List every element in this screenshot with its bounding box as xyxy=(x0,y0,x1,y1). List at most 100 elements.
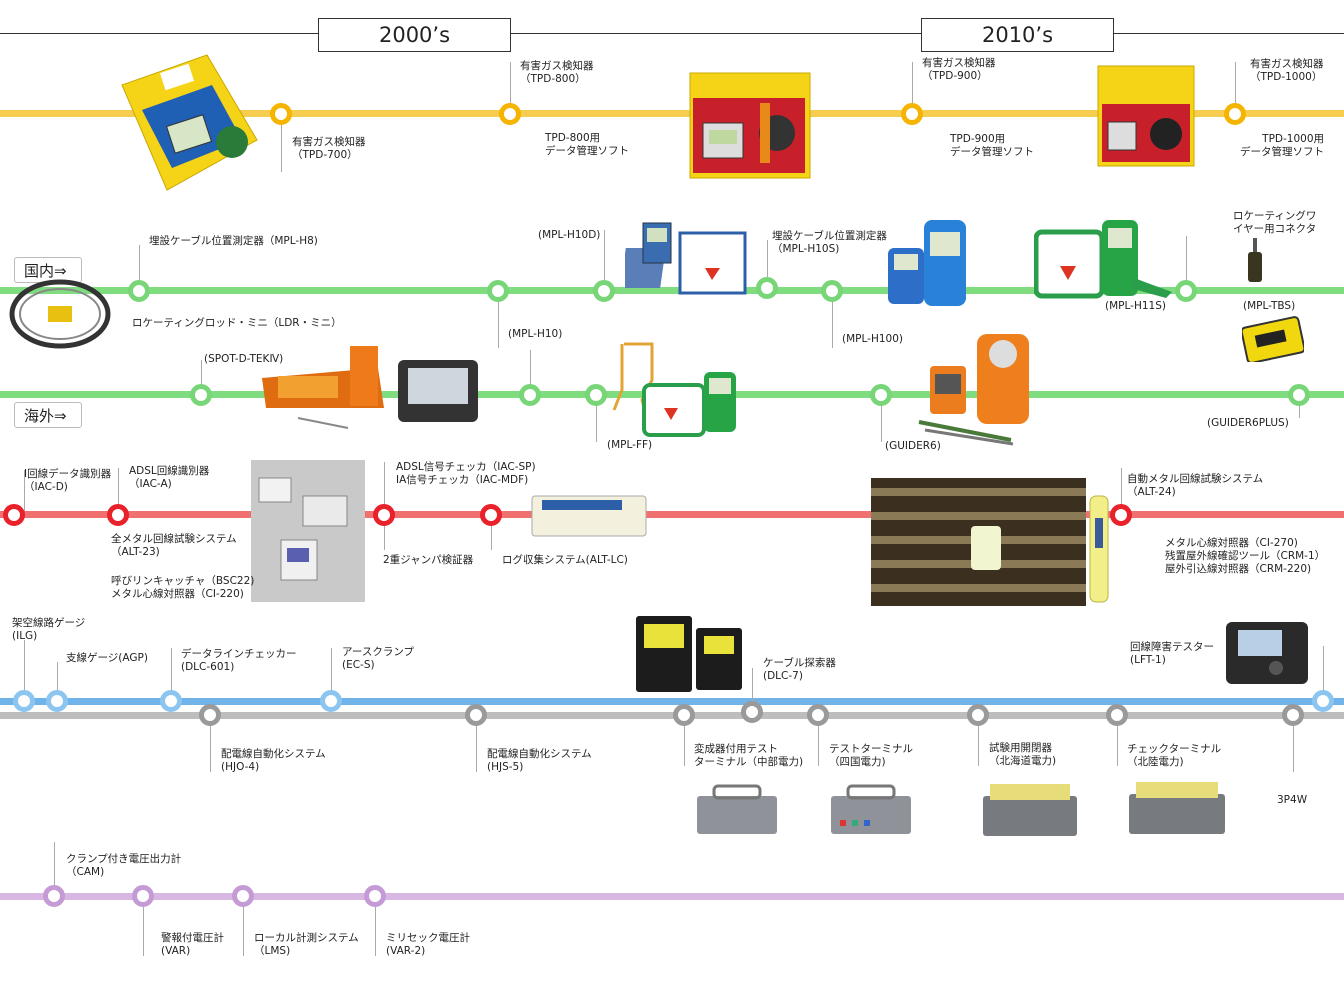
era-2010s-label: 2010’s xyxy=(921,18,1114,52)
overseas-region-box xyxy=(14,402,82,428)
leader-line xyxy=(1186,236,1187,287)
leader-line xyxy=(498,298,499,348)
leader-line xyxy=(530,350,531,391)
domestic-node-mpl-h10s xyxy=(756,277,778,299)
leader-line xyxy=(1121,468,1122,511)
gas-node-tpd700 xyxy=(270,103,292,125)
label-tpd800: 有害ガス検知器 （TPD-800） xyxy=(520,60,594,85)
label-guider6: (GUIDER6) xyxy=(885,440,941,452)
overseas-node-guider6 xyxy=(870,384,892,406)
label-mpl-h10s: 埋設ケーブル位置測定器 （MPL-H10S) xyxy=(772,230,887,255)
leader-line xyxy=(1235,62,1236,110)
mpl-h10s-image xyxy=(888,220,966,306)
telecom-node-iac-d xyxy=(3,504,25,526)
leader-line xyxy=(476,722,477,772)
label-dlc601: データラインチェッカー (DLC-601) xyxy=(181,648,297,673)
label-ci270-crm: メタル心線対照器（CI-270) 残置屋外線確認ツール（CRM-1） 屋外引込線… xyxy=(1165,537,1326,575)
label-double-jumper: 2重ジャンパ検証器 xyxy=(383,554,474,566)
label-alt-24: 自動メタル回線試験システム （ALT-24) xyxy=(1127,473,1264,498)
label-ldr-mini: ロケーティングロッド・ミニ（LDR・ミニ） xyxy=(132,317,342,329)
leader-line xyxy=(57,662,58,698)
label-spot-d-tek: (SPOT-D-TEKⅣ) xyxy=(204,353,284,365)
domestic-region-label: 国内⇒ xyxy=(24,262,67,280)
label-mpl-h10d: (MPL-H10D) xyxy=(538,229,601,241)
leader-line xyxy=(596,402,597,442)
gray-track xyxy=(0,712,1344,719)
gas-node-tpd1000 xyxy=(1224,103,1246,125)
domestic-node-mpl-h10d xyxy=(593,280,615,302)
label-lft1: 回線障害テスター (LFT-1) xyxy=(1130,641,1214,666)
domestic-node-mpl-h10 xyxy=(487,280,509,302)
leader-line xyxy=(331,648,332,698)
purple-node-var xyxy=(132,885,154,907)
leader-line xyxy=(139,245,140,287)
leader-line xyxy=(832,298,833,348)
label-cam: クランプ付き電圧出力計 （CAM) xyxy=(66,853,182,878)
leader-line xyxy=(491,522,492,550)
ldr-mini-reel-image xyxy=(9,279,111,349)
gray-node-dlc7 xyxy=(741,701,763,723)
purple-node-cam xyxy=(43,885,65,907)
blue-track xyxy=(0,698,1344,705)
gray-node-hjo4 xyxy=(199,704,221,726)
label-var2: ミリセック電圧計 (VAR-2) xyxy=(386,932,470,957)
label-tpd1000: 有害ガス検知器 （TPD-1000） xyxy=(1250,58,1324,83)
blue-node-ilg xyxy=(13,690,35,712)
label-mpl-h8: 埋設ケーブル位置測定器（MPL-H8) xyxy=(149,235,318,247)
label-ilg: 架空線路ゲージ (ILG) xyxy=(12,617,86,642)
leader-line xyxy=(118,468,119,511)
shikoku-terminal-image xyxy=(831,784,911,834)
leader-line xyxy=(1323,646,1324,698)
alt-lc-box-image xyxy=(531,495,647,537)
label-mpl-h100: (MPL-H100) xyxy=(842,333,903,345)
label-mpl-ff: (MPL-FF) xyxy=(607,439,653,451)
leader-line xyxy=(143,906,144,956)
blue-node-ec-s xyxy=(320,690,342,712)
telecom-node-alt-24 xyxy=(1110,504,1132,526)
leader-line xyxy=(978,722,979,766)
gray-node-hjs5 xyxy=(465,704,487,726)
leader-line xyxy=(54,842,55,896)
gray-node-chubu xyxy=(673,704,695,726)
blue-node-agp xyxy=(46,690,68,712)
gray-node-shikoku xyxy=(807,704,829,726)
label-mpl-h11s: (MPL-H11S) xyxy=(1105,300,1166,312)
spot-d-tek-image xyxy=(262,346,478,429)
label-ec-s: アースクランプ (EC-S) xyxy=(342,646,415,671)
label-iac-a: ADSL回線識別器 （IAC-A) xyxy=(129,465,210,490)
leader-line xyxy=(510,62,511,110)
label-alt-lc: ログ収集システム(ALT-LC) xyxy=(502,554,628,566)
telecom-node-alt-lc xyxy=(480,504,502,526)
label-locating-wire-connector: ロケーティングワ イヤー用コネクタ xyxy=(1233,210,1317,235)
label-shikoku-terminal: テストターミナル （四国電力) xyxy=(829,743,913,768)
gas-node-tpd900 xyxy=(901,103,923,125)
mpl-h10d-image xyxy=(625,222,747,295)
label-guider6plus: (GUIDER6PLUS) xyxy=(1207,417,1289,429)
label-chubu-terminal: 変成器付用テスト ターミナル（中部電力) xyxy=(694,743,804,768)
mpl-ff-image xyxy=(612,342,736,437)
domestic-node-mpl-h11s xyxy=(1175,280,1197,302)
leader-line xyxy=(767,240,768,287)
era-2000s-label: 2000’s xyxy=(318,18,511,52)
hokkaido-switch-image xyxy=(983,784,1077,836)
label-bsc22-ci220: 呼びリンキャッチャ（BSC22) メタル心線対照器（CI-220) xyxy=(111,575,255,600)
hokuriku-terminal-image xyxy=(1129,782,1225,834)
telecom-node-iac-sp xyxy=(373,504,395,526)
guider6-image xyxy=(918,334,1029,446)
leader-line xyxy=(375,906,376,956)
gray-node-3p4w xyxy=(1282,704,1304,726)
leader-line xyxy=(384,522,385,550)
overseas-region-label: 海外⇒ xyxy=(24,407,67,425)
label-3p4w: 3P4W xyxy=(1277,794,1308,806)
blue-node-dlc601 xyxy=(160,690,182,712)
label-var: 警報付電圧計 (VAR) xyxy=(161,932,224,957)
leader-line xyxy=(24,640,25,698)
domestic-node-mpl-h100 xyxy=(821,280,843,302)
leader-line xyxy=(171,648,172,698)
leader-line xyxy=(1293,722,1294,772)
label-alt-23: 全メタル回線試験システム （ALT-23) xyxy=(111,533,237,558)
label-iac-d: I回線データ識別器 （IAC-D) xyxy=(24,468,112,493)
purple-node-lms xyxy=(232,885,254,907)
ci270-probe-image xyxy=(1089,495,1109,603)
label-lms: ローカル計測システム （LMS) xyxy=(254,932,359,957)
